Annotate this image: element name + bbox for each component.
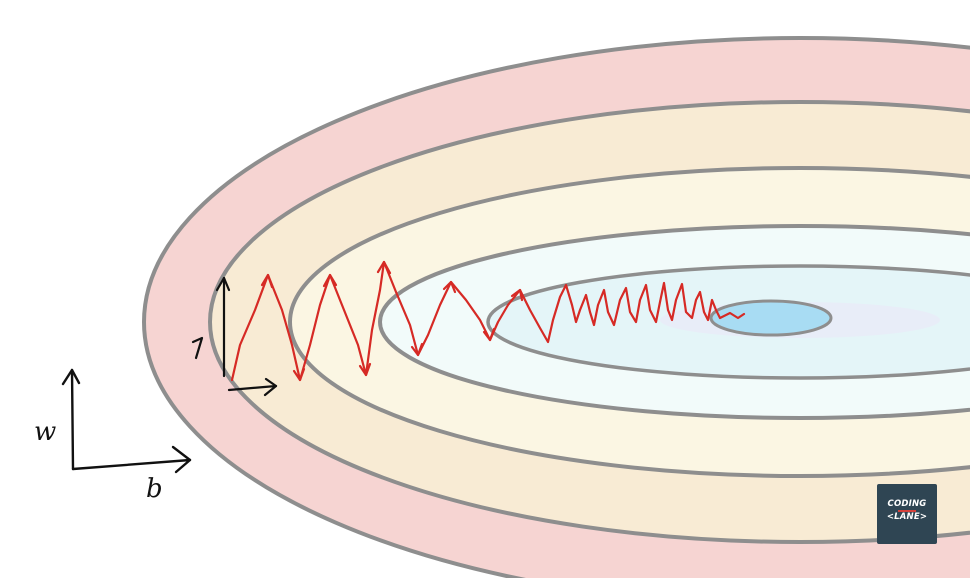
horizontal-step-arrowhead	[263, 377, 278, 397]
b-axis-label: b	[146, 474, 163, 504]
coding-lane-logo: CODING <LANE>	[877, 484, 937, 544]
vertical-step-mark	[191, 336, 204, 360]
logo-accent-bar	[898, 510, 916, 512]
arrowhead	[410, 342, 424, 357]
parameter-axes	[61, 368, 192, 474]
contour-rings	[142, 36, 970, 578]
descent-path	[230, 260, 746, 382]
arrowhead	[510, 288, 524, 302]
horizontal-step-arrow	[227, 384, 278, 392]
b-axis	[71, 458, 192, 471]
w-axis-label: w	[34, 417, 56, 447]
w-axis-arrowhead	[61, 368, 81, 386]
zigzag-path	[230, 260, 746, 382]
arrowhead	[482, 327, 496, 342]
arrowhead	[322, 273, 338, 288]
w-axis	[70, 368, 75, 471]
step-arrows	[191, 276, 278, 397]
arrowhead	[292, 367, 306, 382]
arrowhead	[358, 362, 372, 377]
arrowhead	[260, 273, 274, 289]
logo-line-2: <LANE>	[886, 512, 928, 522]
b-axis-arrowhead	[171, 445, 192, 474]
logo-line-1: CODING	[887, 499, 927, 509]
vertical-step-arrowhead	[215, 276, 231, 292]
arrowhead	[376, 260, 392, 275]
arrowhead	[442, 280, 457, 294]
contour-minimum	[709, 299, 833, 337]
